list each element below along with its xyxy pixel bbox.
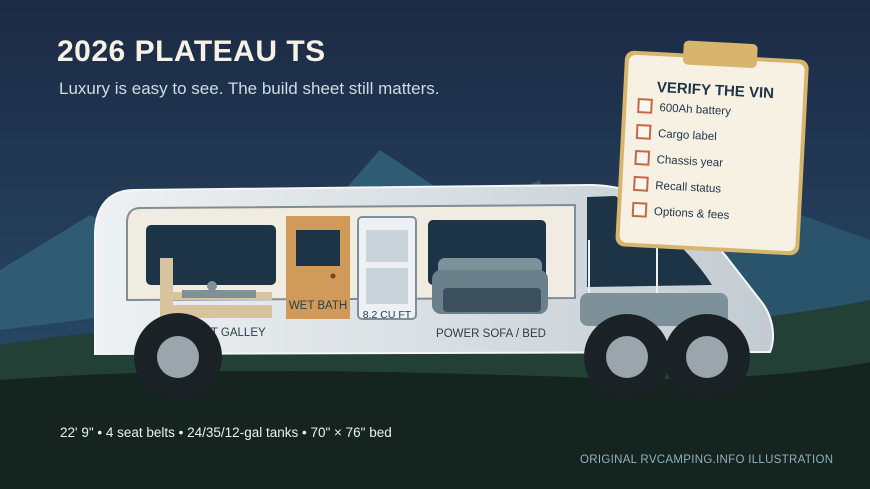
illustration-credit: ORIGINAL RVCAMPING.INFO ILLUSTRATION	[580, 454, 834, 466]
spec-summary: 22' 9" • 4 seat belts • 24/35/12-gal tan…	[60, 425, 392, 440]
bath-label: WET BATH	[289, 300, 347, 312]
checkbox-icon	[637, 98, 653, 114]
checkbox-icon	[633, 175, 649, 192]
fridge-label: 8.2 CU FT	[363, 309, 412, 321]
faucet	[207, 281, 217, 291]
door-knob	[330, 273, 336, 279]
sink	[182, 290, 256, 298]
checklist-item-label: Recall status	[655, 180, 722, 195]
checklist-item-label: Chassis year	[656, 154, 723, 169]
checklist-item: 600Ah battery	[637, 98, 731, 118]
checklist-item: Cargo label	[635, 124, 717, 143]
fridge-upper-door	[366, 230, 408, 262]
page-subtitle: Luxury is easy to see. The build sheet s…	[59, 79, 440, 98]
checklist-item-label: 600Ah battery	[659, 102, 731, 118]
checklist-item-label: Cargo label	[658, 128, 717, 143]
checklist-item-label: Options & fees	[654, 206, 730, 222]
wheel-front-1	[584, 314, 670, 400]
sofa-cushion	[443, 288, 541, 312]
galley-window	[146, 225, 276, 285]
wheel-front-2	[664, 314, 750, 400]
wheel-rear	[134, 313, 222, 401]
checklist-title: VERIFY THE VIN	[656, 79, 774, 102]
clipboard-paper	[619, 54, 805, 252]
sofa-label: POWER SOFA / BED	[436, 328, 546, 340]
galley-counter-front	[160, 258, 173, 318]
checklist-item: Recall status	[633, 175, 722, 196]
clipboard-clip	[682, 40, 758, 68]
fridge-lower-door	[366, 268, 408, 304]
checkbox-icon	[631, 201, 648, 218]
checkbox-icon	[635, 124, 652, 140]
wet-bath-window	[296, 230, 340, 266]
checklist-item: Options & fees	[631, 201, 730, 222]
ground	[0, 362, 870, 489]
checklist-item: Chassis year	[634, 149, 724, 170]
checkbox-icon	[634, 149, 651, 166]
page-title: 2026 PLATEAU TS	[57, 35, 326, 68]
